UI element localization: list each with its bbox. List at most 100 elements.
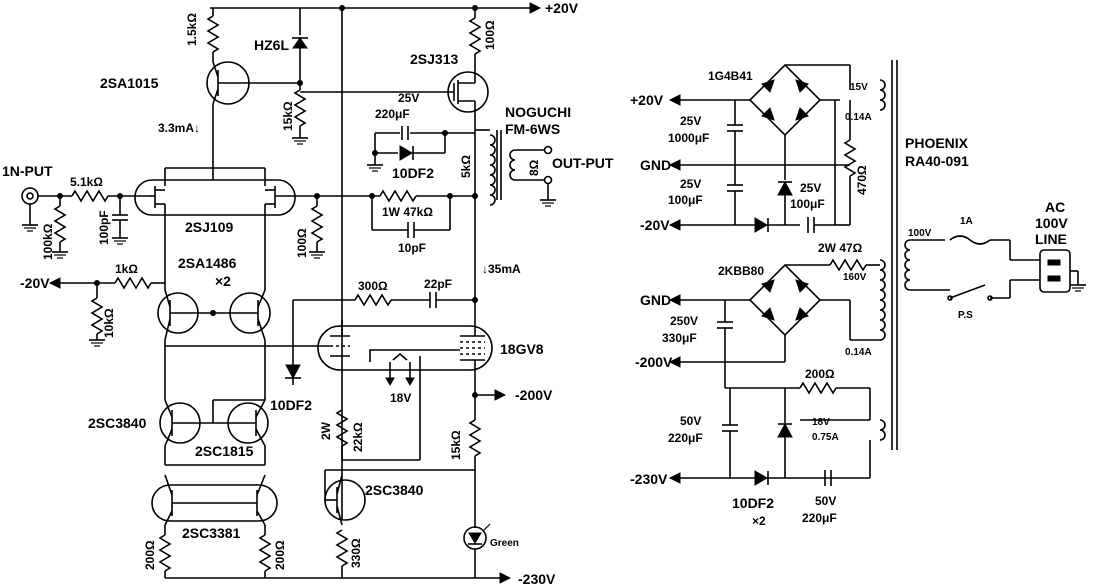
input-section: 1N-PUT 5.1kΩ 100kΩ 100pF — [2, 163, 150, 260]
ac-line-1: AC — [1045, 199, 1065, 215]
led-indicator: 15kΩ Green — [449, 395, 519, 578]
r-100-drain-label: 100Ω — [483, 20, 497, 50]
minus200-label: -200V — [515, 387, 553, 403]
bridge2-label: 2KBB80 — [718, 264, 764, 278]
gnd2: GND — [640, 292, 671, 308]
pnp-pair-count: ×2 — [215, 273, 231, 289]
r-300: 300Ω — [358, 279, 388, 293]
zener-label: HZ6L — [254, 37, 289, 53]
psu-minus200: -200V — [635, 354, 673, 370]
zener-bias: HZ6L 15kΩ — [254, 8, 308, 145]
minus20-label: -20V — [20, 275, 50, 291]
psu-bridge-2: 2W 47Ω 2KBB80 160V 0.14A GND 250V 330μF … — [635, 241, 880, 370]
r-5k1: 5.1kΩ — [70, 175, 103, 189]
cap4-val: 330μF — [662, 331, 697, 345]
r-2w22k-b: 22kΩ — [351, 422, 365, 452]
npn-3840-b: 2SC3840 — [365, 482, 424, 498]
r-200-right: 200Ω — [273, 540, 287, 570]
power-transformer: PHOENIX RA40-091 — [879, 60, 969, 450]
rail-minus230: -230V — [165, 571, 556, 587]
psu-primary: 100V 1A P.S AC 100V LINE — [908, 199, 1086, 321]
cap3-val: 100μF — [790, 197, 825, 211]
fuse-label: 1A — [960, 216, 973, 227]
sec-15v: 15V — [850, 82, 868, 93]
mosfet-label: 2SJ313 — [410, 51, 458, 67]
mosfet-stage: 100Ω 2SJ313 — [300, 5, 497, 130]
cap4-volt: 250V — [670, 314, 698, 328]
cap6-volt: 50V — [815, 494, 836, 508]
tube-18gv8: 18V 18GV8 — [165, 320, 544, 405]
sec-160v: 160V — [843, 272, 867, 283]
cap6-val: 220μF — [802, 511, 837, 525]
ref-current-source: 1.5kΩ 2SA1015 3.3mA↓ — [100, 8, 300, 168]
rail-minus200: -200V — [472, 387, 553, 403]
switch-label: P.S — [958, 310, 973, 321]
sec-014a-b: 0.14A — [845, 347, 872, 358]
dual-jfet: 2SJ109 — [134, 167, 380, 290]
current-3m3-label: 3.3mA↓ — [158, 121, 200, 135]
r-330: 330Ω — [349, 538, 363, 568]
led-label: Green — [490, 538, 519, 549]
r-10k: 10kΩ — [102, 308, 116, 338]
gnd1: GND — [640, 157, 671, 173]
r-470: 470Ω — [855, 165, 869, 195]
heater-label: 18V — [390, 391, 411, 405]
r-2w47: 2W 47Ω — [818, 241, 863, 255]
output-label: OUT-PUT — [552, 155, 614, 171]
r-200: 200Ω — [805, 367, 835, 381]
input-label: 1N-PUT — [2, 163, 53, 179]
pnp-pair-label: 2SA1486 — [178, 255, 237, 271]
diode-10df2-top: 10DF2 — [392, 165, 434, 181]
psu-diode: 10DF2 — [732, 495, 774, 511]
r-100-gate: 100Ω — [295, 228, 309, 258]
sec-014a: 0.14A — [845, 112, 872, 123]
psu-minus230: -230V — [630, 471, 668, 487]
cap-220u-val: 220μF — [375, 107, 410, 121]
cap-220u-volt: 25V — [398, 91, 419, 105]
jfet-label: 2SJ109 — [185, 219, 233, 235]
npn-mirror: 2SC3840 2SC1815 — [88, 399, 269, 466]
ot-brand: NOGUCHI — [505, 104, 571, 120]
cap3-volt: 25V — [800, 181, 821, 195]
prim-100v: 100V — [908, 228, 932, 239]
ot-8: 8Ω — [527, 159, 541, 176]
tube-feedback: 300Ω 22pF — [292, 277, 478, 365]
bias-divider: -20V 1kΩ 10kΩ — [20, 262, 165, 347]
r-1k: 1kΩ — [115, 262, 138, 276]
pnp-2sa1015-label: 2SA1015 — [100, 75, 159, 91]
diode-10df2-mid: 10DF2 — [270, 397, 312, 413]
npn-dual: 2SC3381 200Ω 200Ω — [143, 474, 287, 578]
sec-075a: 0.75A — [812, 432, 839, 443]
bridge1-label: 1G4B41 — [708, 69, 753, 83]
psu-plus20: +20V — [630, 92, 664, 108]
cap1-val: 1000μF — [668, 131, 709, 145]
r-200-left: 200Ω — [143, 540, 157, 570]
ac-line-2: 100V — [1035, 215, 1068, 231]
npn-3840-a: 2SC3840 — [88, 415, 147, 431]
psu-diode-count: ×2 — [752, 514, 766, 528]
c-10p: 10pF — [398, 241, 426, 255]
rail-plus20-label: +20V — [545, 0, 579, 16]
r-100k: 100kΩ — [41, 223, 55, 260]
cap2-volt: 25V — [680, 177, 701, 191]
npn-1815: 2SC1815 — [195, 443, 254, 459]
diode-mid: 10DF2 — [270, 364, 312, 413]
bootstrap-cap: 25V 220μF 10DF2 — [367, 91, 475, 181]
ot-5k: 5kΩ — [459, 155, 473, 178]
cap2-val: 100μF — [668, 193, 703, 207]
tube-label: 18GV8 — [500, 341, 544, 357]
pt-model: RA40-091 — [905, 153, 969, 169]
r-15k-ref-label: 15kΩ — [281, 101, 295, 131]
rail-plus20: +20V — [210, 0, 579, 16]
pt-brand: PHOENIX — [905, 135, 969, 151]
sec-18v: 18V — [812, 417, 830, 428]
ac-line-3: LINE — [1035, 231, 1067, 247]
tube-cathode-stage: 2W 22kΩ 2SC3840 330Ω — [319, 356, 475, 578]
psu-minus230: 200Ω 50V 220μF -230V 10DF2 ×2 50V 220μF … — [630, 362, 871, 528]
npn-3381: 2SC3381 — [182, 525, 241, 541]
feedback-network: 100Ω 1W 47kΩ 10pF — [295, 189, 478, 259]
cap5-val: 220μF — [668, 431, 703, 445]
r-2w22k-a: 2W — [319, 421, 333, 440]
pnp-pair: 2SA1486 ×2 — [157, 255, 271, 400]
